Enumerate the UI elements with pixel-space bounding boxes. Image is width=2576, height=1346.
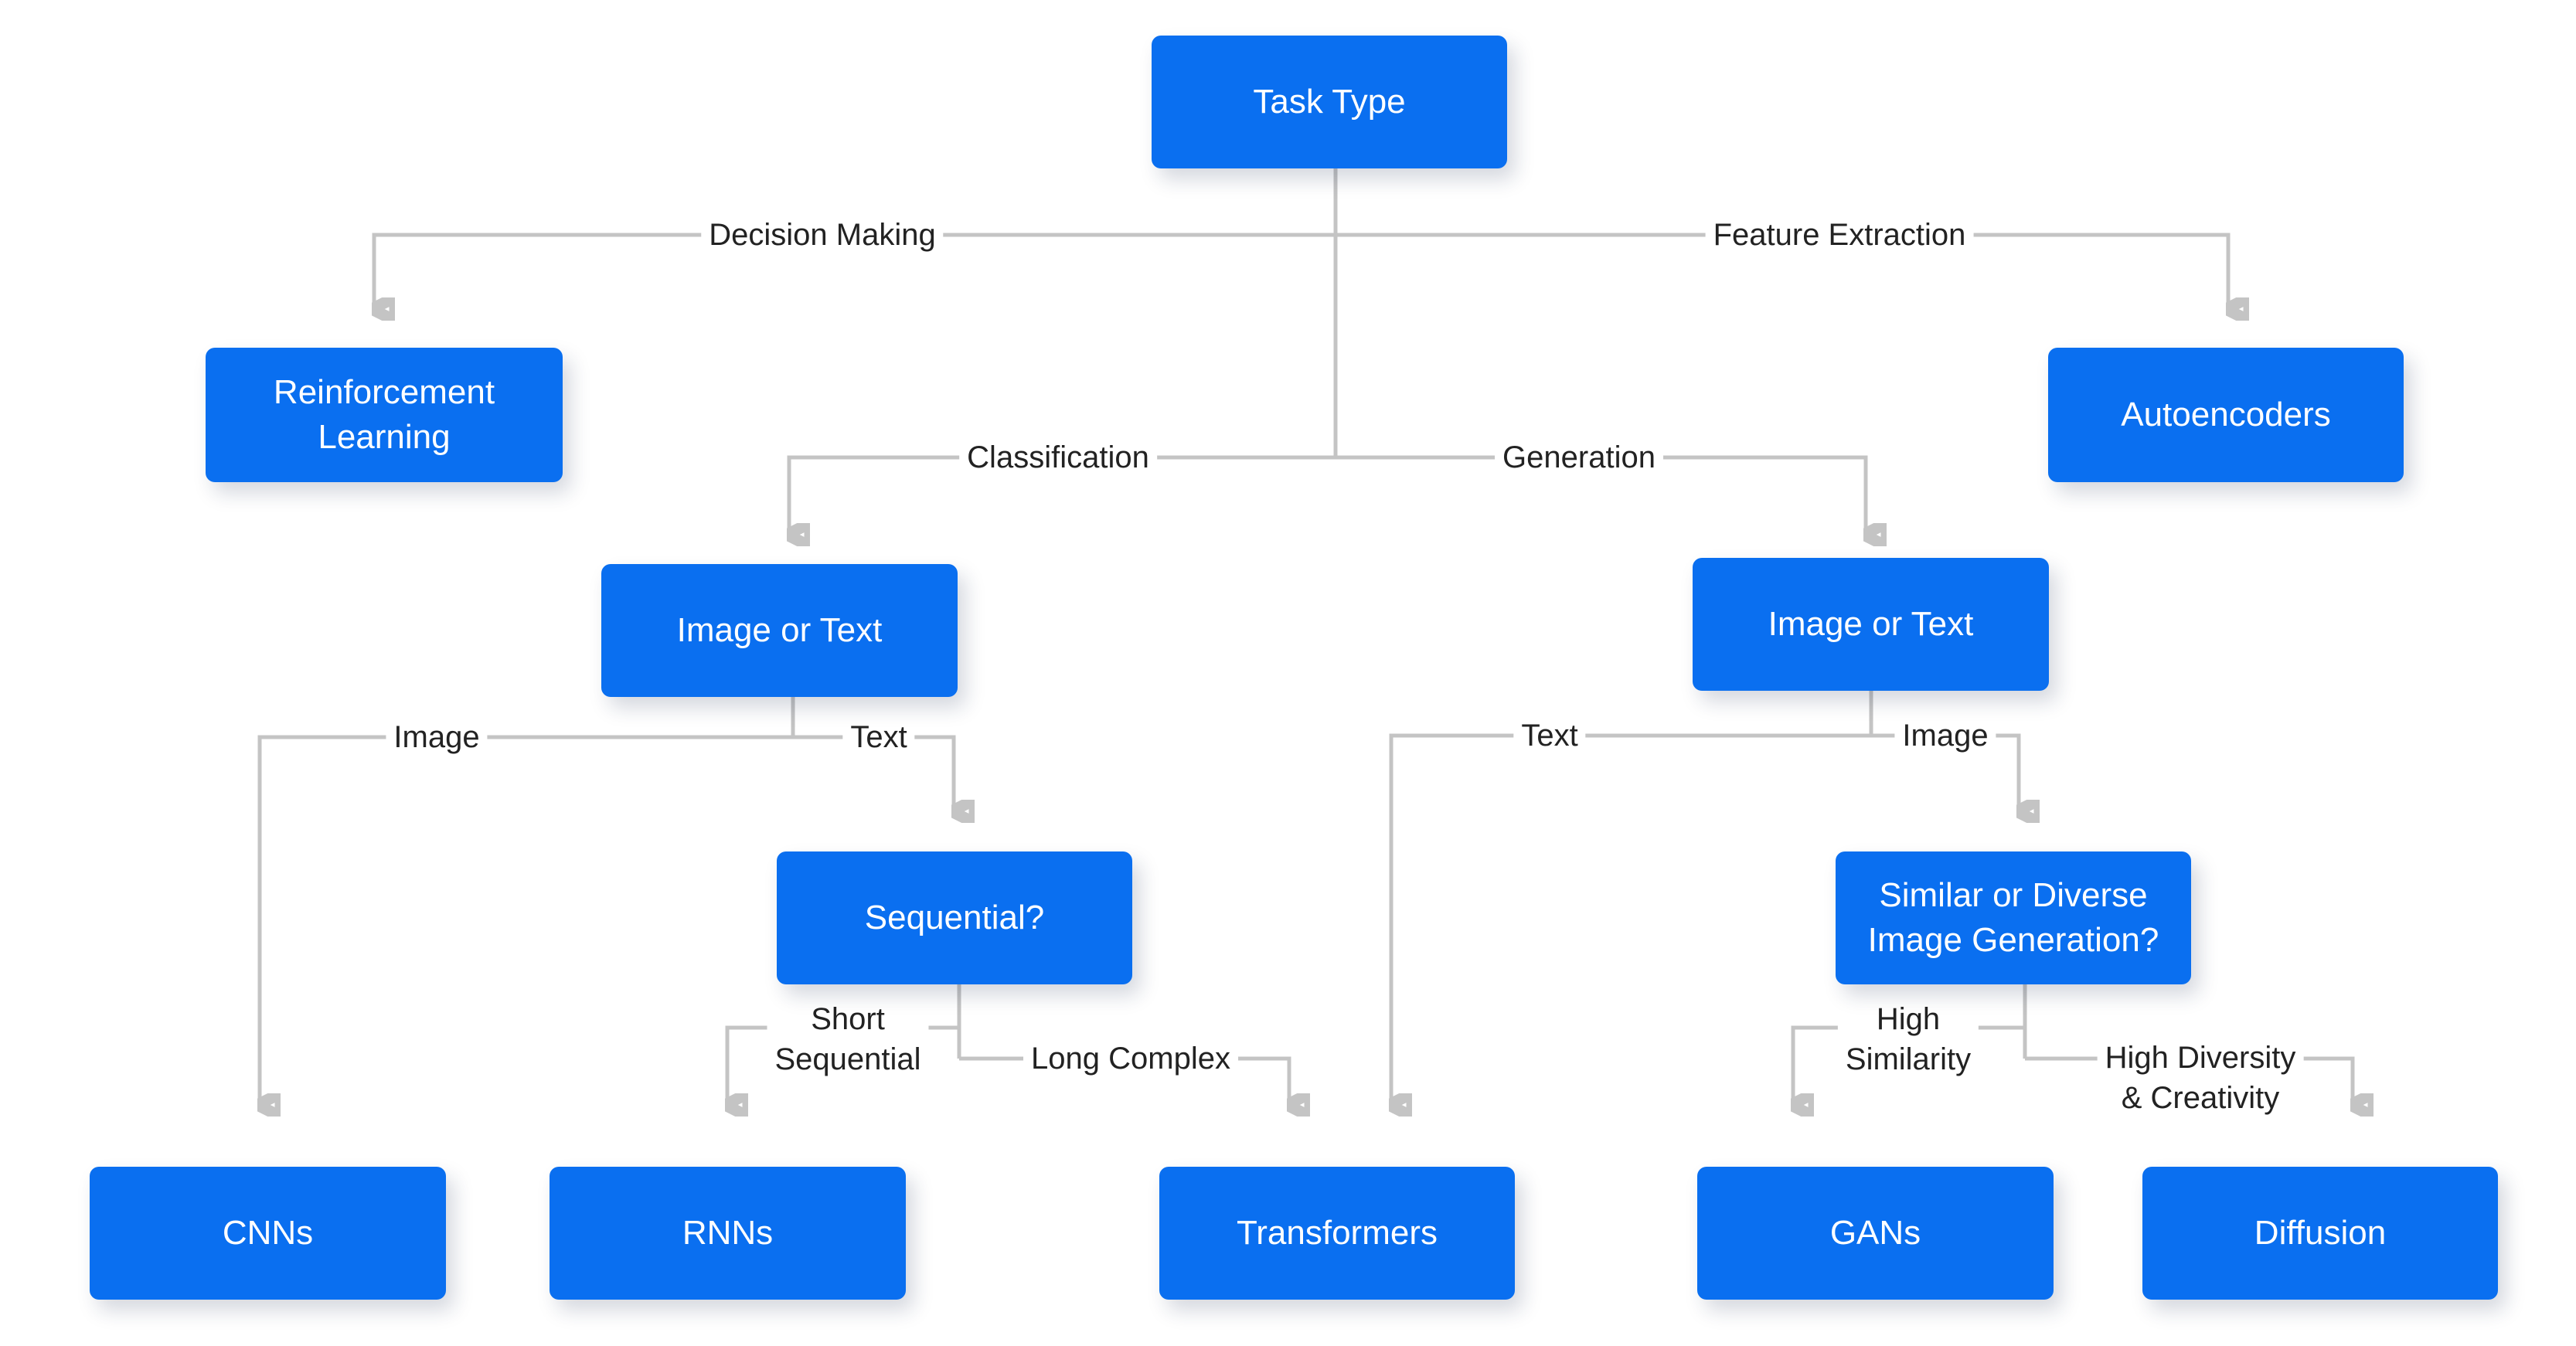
edge-label-generation: Generation bbox=[1495, 437, 1663, 478]
node-reinforcement-learning: Reinforcement Learning bbox=[206, 348, 563, 482]
gen-text-arrow bbox=[1391, 733, 1871, 1105]
node-diffusion: Diffusion bbox=[2142, 1167, 2498, 1300]
node-sequential: Sequential? bbox=[777, 851, 1132, 984]
edge-label-short-sequential: Short Sequential bbox=[767, 999, 929, 1079]
edge-label-gen-text: Text bbox=[1513, 715, 1586, 756]
edge-label-classification: Classification bbox=[959, 437, 1157, 478]
edge-label-decision-making: Decision Making bbox=[701, 215, 944, 255]
decision-making-arrow bbox=[374, 233, 1336, 309]
node-rnns: RNNs bbox=[550, 1167, 906, 1300]
edge-label-cls-image: Image bbox=[386, 717, 488, 757]
feature-extraction-arrow bbox=[1336, 233, 2228, 309]
node-gans: GANs bbox=[1697, 1167, 2054, 1300]
node-autoencoders: Autoencoders bbox=[2048, 348, 2404, 482]
node-task-type: Task Type bbox=[1152, 36, 1507, 168]
node-generation-image-or-text: Image or Text bbox=[1693, 558, 2049, 691]
edge-label-high-diversity: High Diversity & Creativity bbox=[2097, 1038, 2304, 1118]
cls-image-arrow bbox=[260, 735, 793, 1105]
node-cnns: CNNs bbox=[90, 1167, 446, 1300]
edge-label-long-complex: Long Complex bbox=[1023, 1038, 1238, 1079]
edge-label-gen-image: Image bbox=[1894, 715, 1996, 756]
edge-label-high-similarity: High Similarity bbox=[1837, 999, 1979, 1079]
node-similar-or-diverse: Similar or Diverse Image Generation? bbox=[1836, 851, 2191, 984]
edge-label-cls-text: Text bbox=[842, 717, 915, 757]
node-transformers: Transformers bbox=[1159, 1167, 1515, 1300]
node-classification-image-or-text: Image or Text bbox=[601, 564, 958, 697]
edge-label-feature-extraction: Feature Extraction bbox=[1705, 215, 1974, 255]
